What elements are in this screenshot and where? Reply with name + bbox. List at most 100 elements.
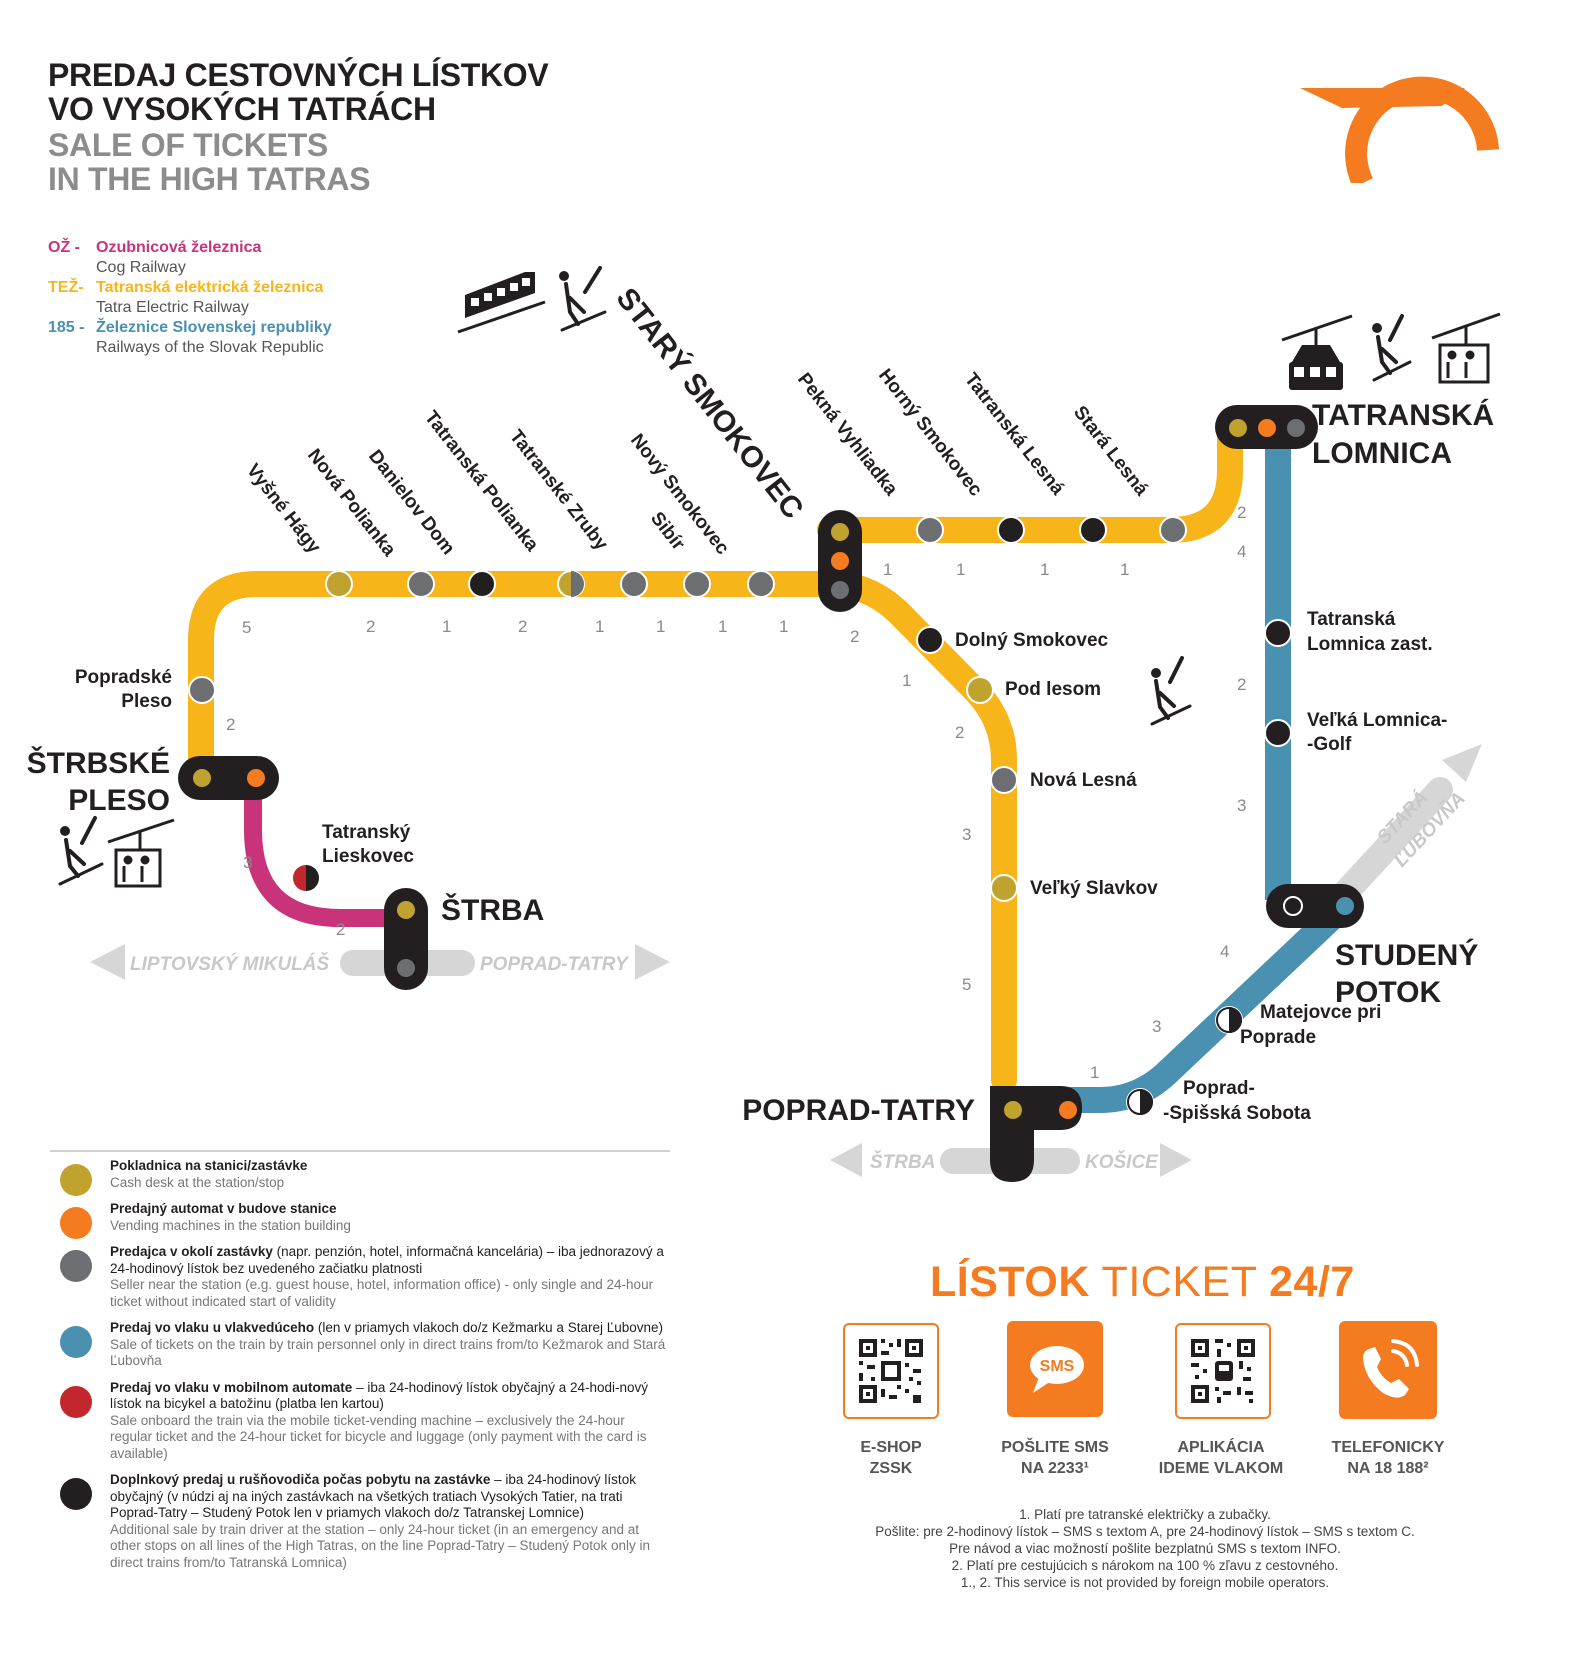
legend-en: Sale onboard the train via the mobile ti… [110, 1412, 647, 1461]
station-velka-lomnica-golf: Veľká Lomnica- [1307, 710, 1447, 731]
hub-poprad-tatry: POPRAD-TATRY [742, 1094, 975, 1127]
line-code: 185 - [48, 319, 85, 336]
hub-studeny-potok: STUDENÝ [1335, 938, 1478, 972]
travel-time: 4 [1220, 942, 1229, 961]
legend-item-seller: Predajca v okolí zastávky (napr. penzión… [50, 1244, 670, 1310]
line-item-cog: OŽ -Ozubnicová železnica [48, 238, 332, 258]
sms-icon: SMS [1030, 1346, 1084, 1393]
station-matejovce: Matejovce pri [1260, 1002, 1381, 1023]
direction-poprad-tatry: POPRAD-TATRY [480, 954, 630, 975]
line-list: OŽ -Ozubnicová železnica Cog Railway TEŽ… [48, 238, 332, 358]
line-name: Železnice Slovenskej republiky [96, 319, 332, 336]
line-code: TEŽ- [48, 279, 84, 296]
hub-stary-smokovec: STARÝ SMOKOVEC [609, 281, 810, 525]
travel-time: 3 [962, 825, 971, 844]
title-sk-line: PREDAJ CESTOVNÝCH LÍSTKOV [48, 57, 549, 93]
hub-studeny-potok: POTOK [1335, 976, 1441, 1009]
app-qr-card[interactable] [1175, 1323, 1271, 1419]
legend-dot [60, 1207, 92, 1239]
travel-time: 4 [1237, 542, 1246, 561]
cog-railway-line [244, 767, 414, 927]
chairlift-icon [1431, 312, 1501, 384]
station-dots [188, 419, 1354, 1119]
travel-time: 1 [902, 671, 911, 690]
sms-card[interactable]: SMS [1007, 1321, 1103, 1417]
phone-icon [1363, 1339, 1419, 1398]
page-title-en: SALE OF TICKETS IN THE HIGH TATRAS [48, 127, 371, 197]
legend-item-train-personnel: Predaj vo vlaku u vlakvedúceho (len v pr… [50, 1320, 670, 1370]
travel-time: 2 [336, 920, 345, 939]
title-sk-line: VO VYSOKÝCH TATRÁCH [48, 91, 436, 127]
skier-icon [1150, 656, 1192, 726]
legend: Pokladnica na stanici/zastávke Cash desk… [50, 1150, 670, 1581]
app-caption: APLIKÁCIA IDEME VLAKOM [1136, 1437, 1306, 1479]
skier-icon [559, 266, 607, 332]
footnote: Pre návod a viac možností pošlite bezpla… [949, 1541, 1341, 1556]
travel-time: 1 [1120, 560, 1129, 579]
travel-time: 1 [718, 617, 727, 636]
title-en-line: IN THE HIGH TATRAS [48, 161, 371, 197]
legend-item-vending: Predajný automat v budove stanice Vendin… [50, 1201, 670, 1239]
qr-code-icon [1191, 1339, 1255, 1403]
station-spisska-sobota: Poprad- [1183, 1078, 1255, 1099]
caption-line: ZSSK [869, 1460, 913, 1477]
travel-time: 1 [1090, 1063, 1099, 1082]
station-tatransky-lieskovec: Tatranský [322, 822, 411, 843]
travel-time: 2 [226, 715, 235, 734]
legend-dot [60, 1478, 92, 1510]
line-name: Tatranská elektrická železnica [96, 279, 324, 296]
travel-time: 3 [1237, 796, 1246, 815]
caption-line: TELEFONICKY [1331, 1439, 1445, 1456]
legend-dot [60, 1164, 92, 1196]
legend-sk-bold: Predajný automat v budove stanice [110, 1201, 337, 1216]
funicular-icon [457, 272, 546, 334]
eshop-caption: E-SHOP ZSSK [806, 1437, 976, 1479]
legend-sk-bold: Predajca v okolí zastávky [110, 1244, 273, 1259]
footnote: 1. Platí pre tatranské električky a zuba… [1019, 1507, 1271, 1522]
legend-sk-bold: Doplnkový predaj u rušňovodiča počas pob… [110, 1472, 491, 1487]
caption-line: NA 18 188² [1347, 1460, 1429, 1477]
station-vysne-hagy: Vyšné Hágy [242, 460, 325, 558]
skier-icon [58, 816, 104, 886]
line-name-en: Cog Railway [96, 259, 186, 276]
phone-card[interactable] [1339, 1321, 1437, 1419]
station-matejovce: Poprade [1240, 1027, 1316, 1048]
hub-strbske-pleso: PLESO [68, 784, 170, 817]
legend-en: Additional sale by train driver at the s… [110, 1521, 651, 1570]
title-en-line: SALE OF TICKETS [48, 127, 328, 163]
footnote: 1., 2. This service is not provided by f… [960, 1575, 1330, 1590]
legend-sk-rest: (napr. penzión, hotel, informačná kancel… [110, 1244, 664, 1276]
station-pod-lesom: Pod lesom [1005, 679, 1101, 700]
hub-tatranska-lomnica: LOMNICA [1312, 437, 1452, 470]
travel-time: 5 [962, 975, 971, 994]
legend-dot [60, 1385, 92, 1418]
footnotes: 1. Platí pre tatranské električky a zuba… [800, 1506, 1490, 1591]
promo-title-thin: TICKET [1089, 1258, 1270, 1306]
legend-dot [60, 1326, 92, 1358]
sms-badge: SMS [1040, 1358, 1075, 1375]
travel-time: 2 [955, 723, 964, 742]
travel-time: 1 [442, 617, 451, 636]
caption-line: POŠLITE SMS [1001, 1439, 1109, 1456]
line-code: OŽ - [48, 239, 80, 256]
promo-title-end: 24/7 [1269, 1258, 1355, 1306]
station-dolny-smokovec: Dolný Smokovec [955, 630, 1109, 651]
travel-time: 1 [595, 617, 604, 636]
caption-line: E-SHOP [860, 1439, 922, 1456]
travel-time: 3 [1152, 1017, 1161, 1036]
sms-caption: POŠLITE SMS NA 2233¹ [970, 1437, 1140, 1479]
footnote: 2. Platí pre cestujúcich s nárokom na 10… [951, 1558, 1339, 1573]
footnote: Pošlite: pre 2-hodinový lístok – SMS s t… [875, 1524, 1415, 1539]
eshop-qr-card[interactable] [843, 1323, 939, 1419]
travel-time: 2 [850, 627, 859, 646]
line-name-en: Tatra Electric Railway [96, 299, 249, 316]
travel-time: 1 [883, 560, 892, 579]
legend-en: Sale of tickets on the train by train pe… [110, 1336, 666, 1369]
promo-title: LÍSTOK TICKET 24/7 [930, 1258, 1355, 1307]
legend-item-driver: Doplnkový predaj u rušňovodiča počas pob… [50, 1472, 670, 1571]
travel-time: 1 [956, 560, 965, 579]
legend-sk-bold: Pokladnica na stanici/zastávke [110, 1158, 308, 1173]
travel-time: 3 [243, 853, 252, 872]
line-item-electric: TEŽ- Tatranská elektrická železnica [48, 278, 332, 298]
